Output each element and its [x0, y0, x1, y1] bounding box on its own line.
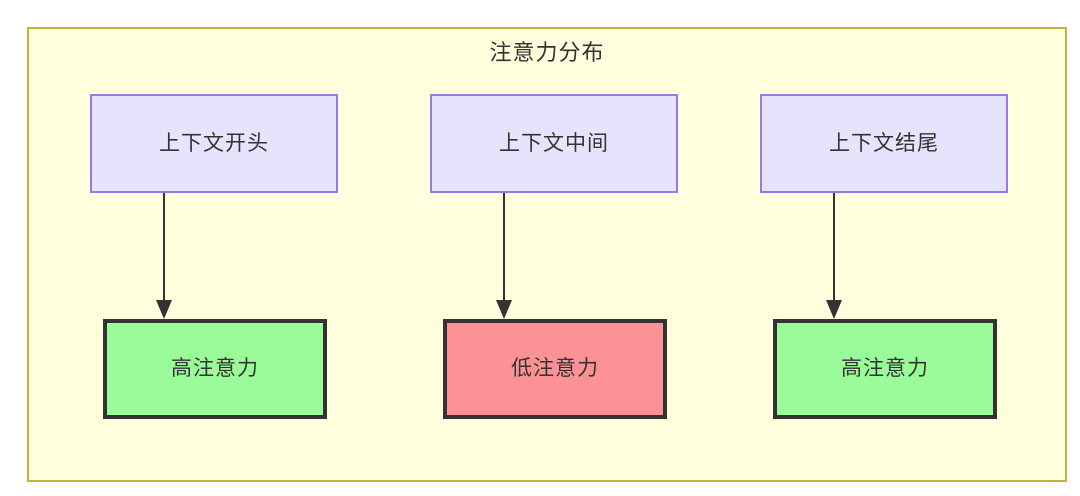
node-attention-end[interactable]: 高注意力: [773, 319, 997, 419]
node-context-mid-label: 上下文中间: [499, 131, 609, 155]
diagram-title: 注意力分布: [489, 40, 605, 65]
node-context-start-label: 上下文开头: [159, 131, 269, 155]
arrow-context-start-to-high-attention: [156, 193, 172, 319]
node-context-end-label: 上下文结尾: [829, 131, 939, 155]
node-context-end[interactable]: 上下文结尾: [760, 94, 1008, 193]
node-attention-start[interactable]: 高注意力: [103, 319, 327, 419]
node-attention-mid-label: 低注意力: [511, 357, 599, 380]
node-attention-start-label: 高注意力: [171, 357, 259, 380]
node-context-start[interactable]: 上下文开头: [90, 94, 338, 193]
node-context-mid[interactable]: 上下文中间: [430, 94, 678, 193]
attention-distribution-group: 注意力分布 上下文开头 上下文中间 上下文结尾 高注意力 低: [27, 27, 1067, 482]
arrow-context-mid-to-low-attention: [496, 193, 512, 319]
arrow-context-end-to-high-attention: [826, 193, 842, 319]
node-attention-mid[interactable]: 低注意力: [443, 319, 667, 419]
node-attention-end-label: 高注意力: [841, 357, 929, 380]
